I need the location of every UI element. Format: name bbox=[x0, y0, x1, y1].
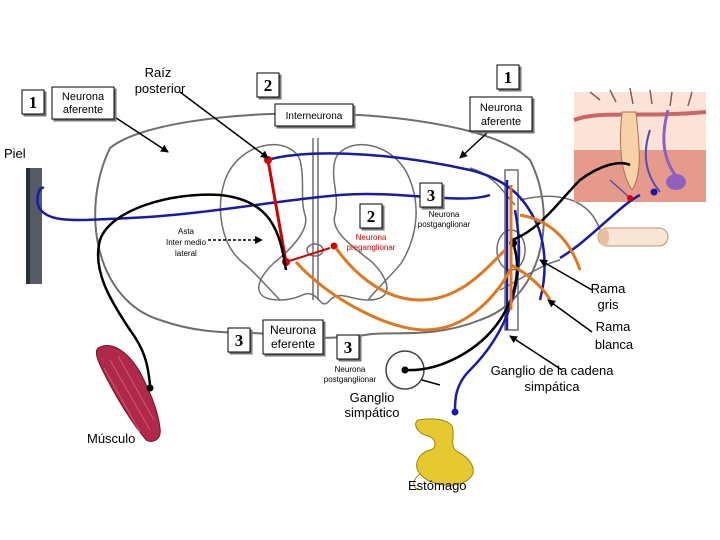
label-neurona-aferente-right: Neurona aferente bbox=[469, 96, 533, 132]
skin-strip-image bbox=[26, 168, 42, 284]
svg-text:Rama: Rama bbox=[591, 281, 626, 296]
svg-text:preganglionar: preganglionar bbox=[347, 243, 396, 252]
svg-text:postganglionar: postganglionar bbox=[324, 375, 377, 384]
interneuron-pathway bbox=[264, 156, 338, 266]
label-neurona-postganglionar-top: Neurona postganglionar bbox=[418, 210, 471, 229]
number-box-3-left: 3 bbox=[227, 327, 251, 353]
svg-text:blanca: blanca bbox=[595, 337, 634, 352]
blood-vessel-image bbox=[597, 227, 669, 247]
svg-text:Músculo: Músculo bbox=[87, 431, 135, 446]
number-box-1-right: 1 bbox=[496, 64, 520, 90]
label-neurona-aferente-left: Neurona aferente bbox=[51, 86, 115, 120]
svg-text:2: 2 bbox=[367, 207, 376, 226]
number-box-2-top: 2 bbox=[256, 72, 280, 98]
svg-text:1: 1 bbox=[504, 68, 513, 87]
svg-text:Ganglio de la cadena: Ganglio de la cadena bbox=[491, 363, 615, 378]
label-raiz-posterior: Raíz posterior bbox=[135, 65, 186, 96]
svg-text:lateral: lateral bbox=[175, 249, 197, 258]
muscle-image bbox=[95, 345, 161, 442]
number-box-3-bottom: 3 bbox=[336, 334, 360, 360]
svg-text:simpático: simpático bbox=[345, 405, 400, 420]
skin-connector-lines bbox=[609, 179, 633, 201]
svg-text:posterior: posterior bbox=[135, 81, 186, 96]
svg-text:Raíz: Raíz bbox=[145, 65, 172, 80]
label-estomago: Estómago bbox=[408, 478, 467, 493]
svg-text:Rama: Rama bbox=[596, 319, 631, 334]
number-box-2-cord: 2 bbox=[359, 203, 383, 229]
label-piel: Piel bbox=[4, 146, 26, 161]
svg-text:3: 3 bbox=[344, 338, 353, 357]
svg-text:Interneurona: Interneurona bbox=[286, 111, 343, 122]
svg-text:3: 3 bbox=[427, 186, 436, 205]
svg-text:gris: gris bbox=[598, 297, 619, 312]
skin-image bbox=[573, 87, 707, 202]
number-box-1-left: 1 bbox=[21, 89, 45, 115]
svg-text:Neurona: Neurona bbox=[429, 210, 460, 219]
svg-text:aferente: aferente bbox=[63, 104, 103, 116]
svg-text:Piel: Piel bbox=[4, 146, 26, 161]
efferent-pathway bbox=[96, 161, 631, 392]
svg-text:3: 3 bbox=[235, 331, 244, 350]
svg-text:simpática: simpática bbox=[525, 379, 581, 394]
svg-text:Neurona: Neurona bbox=[356, 233, 387, 242]
label-neurona-postganglionar-bottom: Neurona postganglionar bbox=[324, 365, 377, 384]
svg-text:Neurona: Neurona bbox=[335, 365, 366, 374]
svg-text:2: 2 bbox=[264, 76, 273, 95]
spinal-cord bbox=[94, 112, 545, 340]
svg-text:Asta: Asta bbox=[178, 227, 195, 236]
svg-text:Ganglio: Ganglio bbox=[350, 390, 395, 405]
label-rama-blanca: Rama blanca bbox=[595, 319, 634, 352]
svg-text:Neurona: Neurona bbox=[62, 91, 105, 103]
svg-text:eferente: eferente bbox=[271, 337, 315, 351]
svg-text:Estómago: Estómago bbox=[408, 478, 467, 493]
svg-text:Neurona: Neurona bbox=[270, 323, 316, 337]
label-asta-intermedio-lateral: Asta Inter medio lateral bbox=[166, 227, 207, 258]
svg-text:aferente: aferente bbox=[481, 116, 521, 128]
label-neurona-eferente: Neurona eferente bbox=[262, 319, 324, 355]
preganglionic-pathway bbox=[294, 185, 582, 332]
label-ganglio-cadena-simpatica: Ganglio de la cadena simpática bbox=[491, 363, 615, 394]
label-pointers bbox=[97, 91, 593, 386]
label-interneurona: Interneurona bbox=[274, 103, 354, 127]
label-ganglio-simpatico: Ganglio simpático bbox=[345, 390, 400, 420]
svg-text:1: 1 bbox=[29, 93, 38, 112]
label-neurona-preganglionar: Neurona preganglionar bbox=[347, 233, 396, 252]
label-musculo: Músculo bbox=[87, 431, 135, 446]
svg-text:Inter medio: Inter medio bbox=[166, 238, 207, 247]
svg-text:postganglionar: postganglionar bbox=[418, 220, 471, 229]
svg-text:Neurona: Neurona bbox=[480, 102, 523, 114]
label-rama-gris: Rama gris bbox=[591, 281, 626, 312]
number-box-3-top: 3 bbox=[419, 182, 443, 208]
stomach-image bbox=[413, 418, 474, 491]
